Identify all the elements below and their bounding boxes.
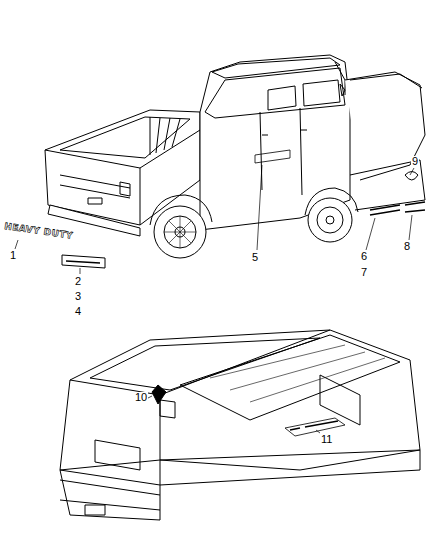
callout-number: 7 xyxy=(360,267,368,278)
callout-number: 5 xyxy=(251,252,259,263)
callout-number: 3 xyxy=(74,291,82,302)
emblem-text: HEAVY DUTY xyxy=(3,222,75,241)
callout-number: 8 xyxy=(403,241,411,252)
callout-number: 11 xyxy=(320,434,333,445)
callout-number: 6 xyxy=(360,251,368,262)
callout-number: 2 xyxy=(74,276,82,287)
callout-number: 1 xyxy=(9,250,17,261)
callout-number: 10 xyxy=(134,392,148,403)
callout-number: 4 xyxy=(74,306,82,317)
callout-number: 9 xyxy=(411,156,419,167)
